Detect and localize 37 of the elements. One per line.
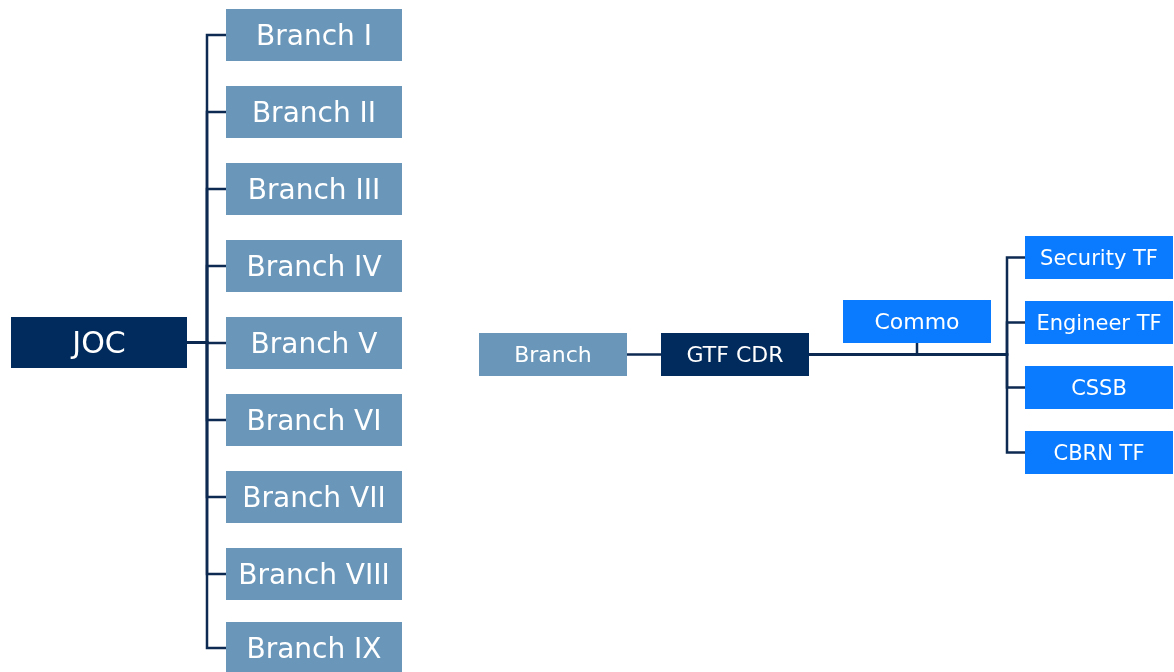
org-box bbox=[1025, 301, 1173, 344]
org-box bbox=[226, 163, 402, 215]
org-box bbox=[479, 333, 627, 376]
connector-line bbox=[187, 341, 226, 650]
org-box bbox=[226, 471, 402, 523]
box-label: Branch I bbox=[256, 18, 372, 52]
org-box bbox=[11, 317, 187, 368]
box-label: Branch VI bbox=[246, 403, 382, 437]
box-label: Branch IV bbox=[246, 249, 382, 283]
box-label: Commo bbox=[874, 309, 960, 334]
box-label: Branch III bbox=[247, 172, 381, 206]
box-label: Branch II bbox=[251, 95, 377, 129]
box-label: Branch IX bbox=[246, 631, 382, 665]
org-box bbox=[226, 394, 402, 446]
box-label: Security TF bbox=[1040, 245, 1158, 270]
box-label: Branch VII bbox=[242, 480, 386, 514]
box-label: CSSB bbox=[1071, 375, 1127, 400]
org-box bbox=[226, 548, 402, 600]
org-box bbox=[226, 317, 402, 369]
box-label: Branch V bbox=[250, 326, 378, 360]
org-box bbox=[661, 333, 809, 376]
org-box bbox=[226, 9, 402, 61]
org-box bbox=[1025, 366, 1173, 409]
org-box bbox=[226, 622, 402, 672]
box-label: Branch bbox=[514, 342, 592, 367]
org-box bbox=[843, 300, 991, 343]
box-label: CBRN TF bbox=[1053, 440, 1145, 465]
org-box bbox=[1025, 236, 1173, 279]
org-box bbox=[226, 86, 402, 138]
connector-line bbox=[627, 353, 661, 356]
box-label: Branch VIII bbox=[238, 557, 390, 591]
org-box bbox=[226, 240, 402, 292]
box-label: Engineer TF bbox=[1036, 310, 1162, 335]
org-box bbox=[1025, 431, 1173, 474]
box-label: GTF CDR bbox=[686, 342, 784, 367]
connector-line bbox=[809, 353, 1025, 454]
box-label: JOC bbox=[72, 325, 126, 360]
